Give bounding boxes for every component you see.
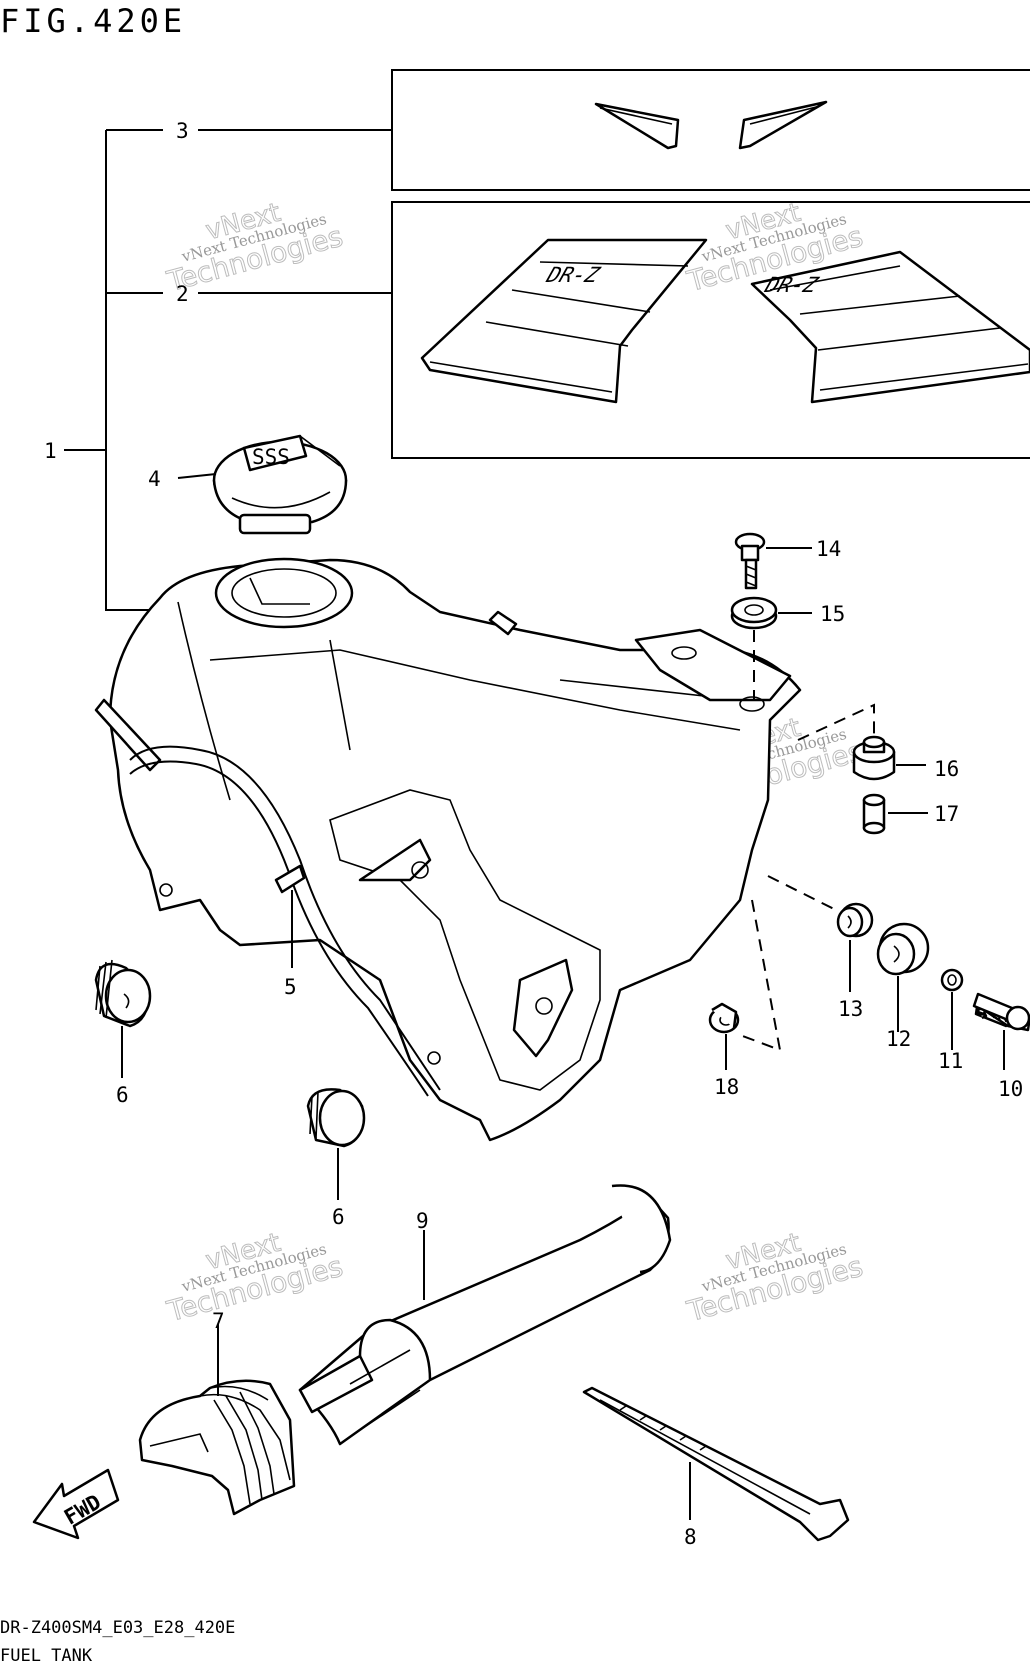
damper-13 [836, 902, 874, 938]
diagram-name: FUEL TANK [0, 1646, 93, 1666]
emblem-right [738, 100, 828, 150]
figure-title: FIG.420E [0, 2, 187, 40]
callout-labels: 1 2 3 4 5 6 6 7 8 9 10 11 12 13 14 15 16… [44, 119, 1023, 1549]
cushion-6-left [94, 959, 152, 1028]
callout-15: 15 [820, 602, 845, 626]
washer-15 [730, 596, 778, 630]
decal-box-3 [391, 69, 1030, 191]
watermark: vNext vNext Technologies Technologies [162, 1227, 346, 1328]
cap-label: SSS [252, 445, 290, 469]
callout-7: 7 [212, 1309, 225, 1333]
assembly-bracket [64, 129, 392, 611]
breather-hose [129, 745, 441, 1097]
callout-2: 2 [176, 282, 189, 306]
emblem-left [594, 102, 680, 150]
callout-6-bottom: 6 [332, 1205, 345, 1229]
callout-8: 8 [684, 1525, 697, 1549]
bolt-14 [734, 532, 766, 590]
grommet-16 [852, 735, 896, 781]
callout-13: 13 [838, 997, 863, 1021]
bolt-10-shaft [972, 992, 1030, 1031]
callout-3: 3 [176, 119, 189, 143]
callout-10: 10 [998, 1077, 1023, 1101]
callout-12: 12 [886, 1027, 911, 1051]
decal-text-right: DR-Z [761, 274, 822, 298]
protector-7 [138, 1379, 296, 1516]
callout-11: 11 [938, 1049, 963, 1073]
nut-18 [708, 1002, 740, 1034]
callout-1: 1 [44, 439, 57, 463]
cover-9 [298, 1184, 672, 1446]
decal-left: DR-Z [420, 238, 708, 404]
fuel-tank [94, 557, 802, 1142]
callout-5: 5 [284, 975, 297, 999]
callout-16: 16 [934, 757, 959, 781]
fwd-arrow: FWD [32, 1468, 120, 1540]
cushion-6-bottom [306, 1088, 366, 1148]
diagram-code: DR-Z400SM4_E03_E28_420E [0, 1618, 236, 1638]
callout-9: 9 [416, 1209, 429, 1233]
damper-12 [876, 922, 930, 976]
callout-14: 14 [816, 537, 841, 561]
callout-17: 17 [934, 802, 959, 826]
collar-17 [862, 793, 886, 835]
watermark: vNext vNext Technologies Technologies [682, 1227, 866, 1328]
decal-text-left: DR-Z [542, 264, 603, 288]
cable-tie-8 [582, 1386, 850, 1542]
fuel-cap: SSS [212, 434, 348, 535]
washer-11 [940, 968, 964, 992]
decal-right: DR-Z [750, 250, 1030, 404]
callout-6-left: 6 [116, 1083, 129, 1107]
callout-18: 18 [714, 1075, 739, 1099]
decal-box-2 [391, 201, 1030, 459]
callout-4: 4 [148, 467, 161, 491]
